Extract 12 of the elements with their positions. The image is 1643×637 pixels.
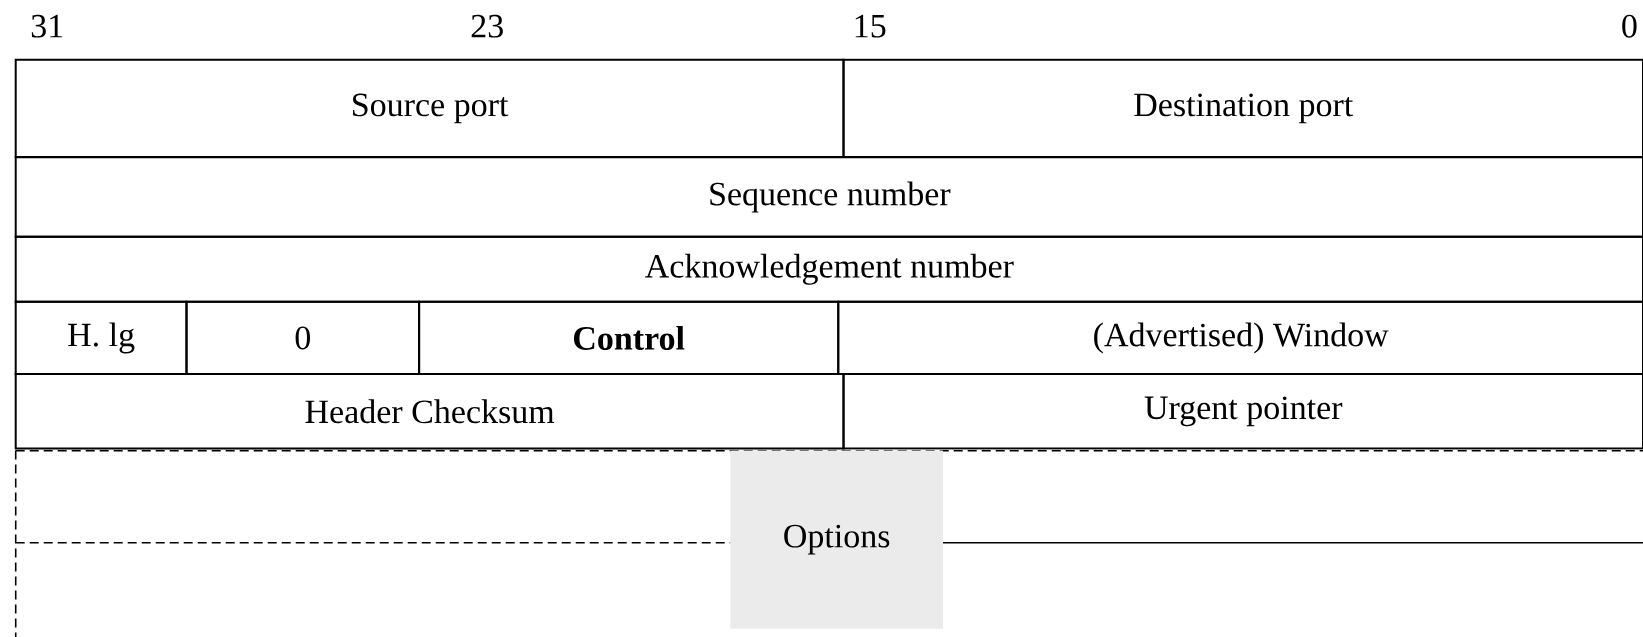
field-cell: (Advertised) Window <box>837 300 1643 376</box>
field-cell: Sequence number <box>14 156 1643 238</box>
options-box: Options <box>730 450 943 629</box>
bit-number: 15 <box>855 14 886 38</box>
field-cell: Urgent pointer <box>842 373 1643 450</box>
field-cell: Acknowledgement number <box>14 235 1643 303</box>
field-cell: Control <box>418 300 840 376</box>
field-cell: Destination port <box>842 58 1643 159</box>
field-cell: H. lg <box>14 300 188 376</box>
field-cell: Header Checksum <box>14 373 845 450</box>
field-cell: 0 <box>185 300 421 376</box>
field-cell: Source port <box>14 58 845 159</box>
